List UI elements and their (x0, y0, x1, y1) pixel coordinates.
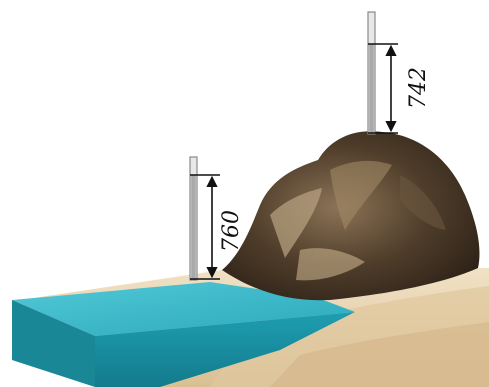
barometer-tube-sea-level (190, 157, 220, 280)
mountain (222, 131, 479, 300)
pressure-label-742: 742 (406, 67, 431, 109)
barometer-tube-mountain-top (368, 12, 398, 134)
pressure-label-760: 760 (219, 210, 244, 252)
